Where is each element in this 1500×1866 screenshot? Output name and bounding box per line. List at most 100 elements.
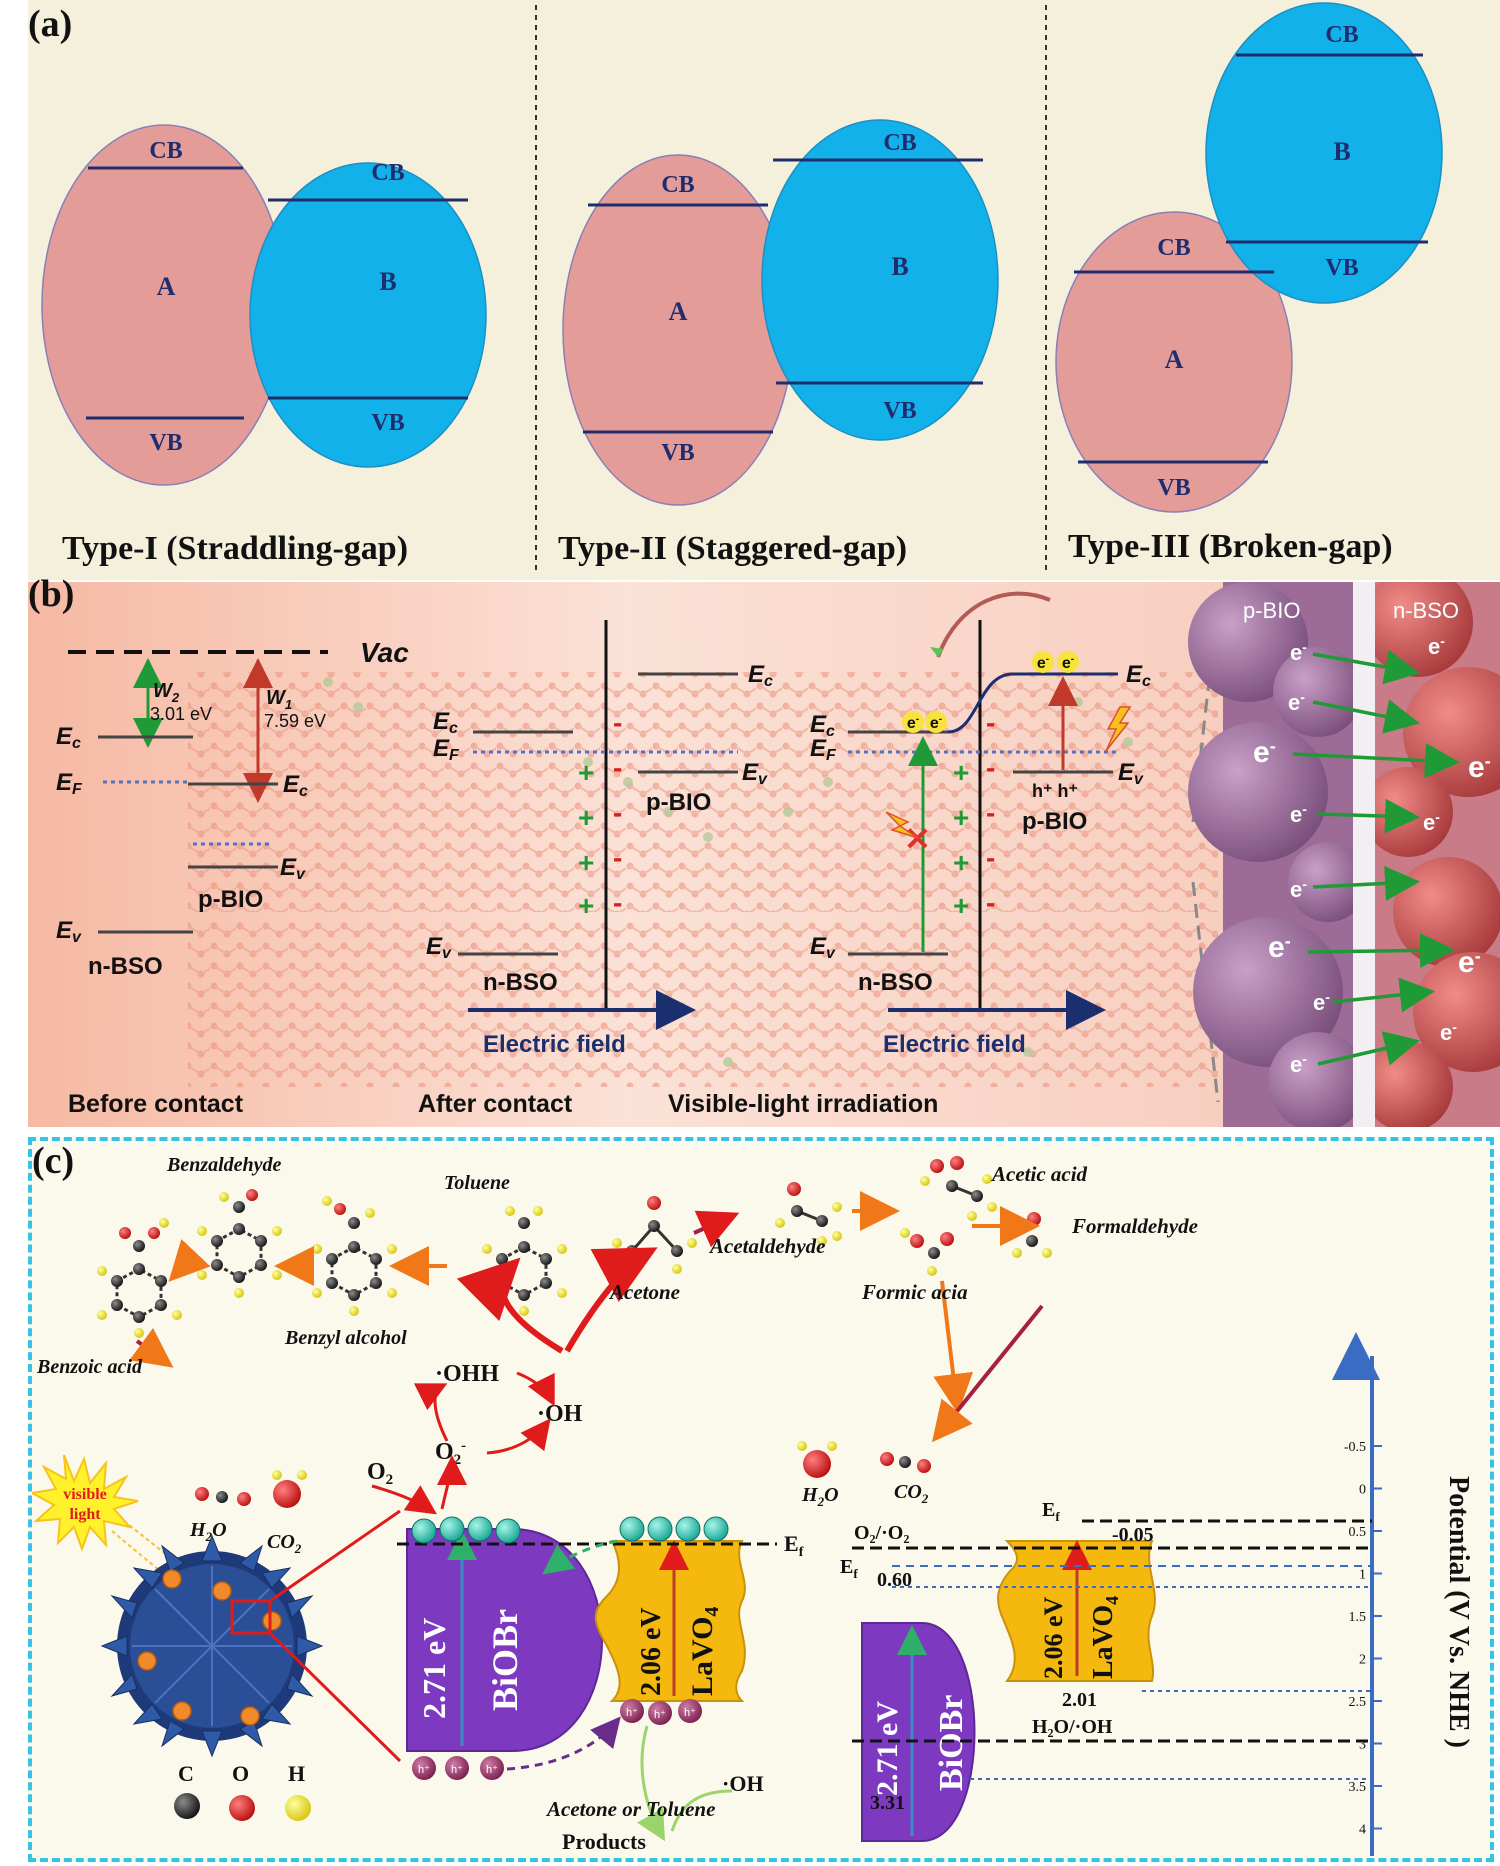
panel-b-svg: Vac W2 3.01 eV W1 7.59 eV Ec EF Ev n-BSO…: [28, 582, 1500, 1127]
after-electric-field-label: Electric field: [483, 1031, 626, 1058]
svg-text:e-: e-: [1253, 736, 1276, 769]
type3-a-cb-text: CB: [1157, 235, 1190, 261]
co2-molecule-1: [272, 1470, 307, 1508]
type1-a-text: A: [157, 272, 176, 301]
type3-semiconductor-a: [1055, 211, 1293, 513]
lavo4-ef-value: -0.05: [1112, 1524, 1154, 1546]
bso-ev-label: Ev: [56, 917, 82, 946]
after-bio-ev-label: Ev: [742, 759, 768, 788]
arrow-electron-to-o2rad: [436, 1455, 467, 1510]
svg-text:+: +: [953, 757, 969, 788]
type1-caption: Type-I (Straddling-gap): [62, 530, 409, 567]
energy-lavo4-gap: 2.06 eV: [1039, 1596, 1068, 1679]
svg-text:+: +: [578, 890, 594, 921]
svg-text:-: -: [986, 842, 995, 873]
formic-acid-molecule: [900, 1228, 954, 1276]
type1-b-text: B: [379, 267, 396, 296]
panel-b-band-alignment: Vac W2 3.01 eV W1 7.59 eV Ec EF Ev n-BSO…: [28, 573, 1500, 1127]
axis-tick-label: 2: [1359, 1653, 1366, 1668]
light-bso-ec-label: Ec: [810, 711, 835, 740]
after-ef-label: EF: [433, 735, 460, 764]
electron-transfer-curve: [936, 591, 1051, 658]
svg-text:e-: e-: [1440, 1019, 1457, 1045]
svg-text:W2: W2: [153, 680, 180, 705]
svg-text:+: +: [953, 802, 969, 833]
type1-b-vb-text: VB: [371, 410, 404, 436]
svg-text:-: -: [986, 752, 995, 783]
label-benzoic-acid: Benzoic acid: [36, 1356, 143, 1378]
light-holes: h⁺ h⁺: [1032, 781, 1078, 801]
zoom-box: [230, 1599, 272, 1635]
electron-transfer-arrow: [542, 1539, 618, 1575]
svg-text:e-: e-: [1290, 801, 1307, 827]
panel-c-mechanism: Toluene Benzaldehyde Benzyl alcohol Benz…: [28, 1137, 1494, 1862]
svg-text:e-: e-: [1268, 931, 1291, 964]
stage-light: Visible-light irradiation: [668, 1090, 938, 1118]
arrow-o2rad-to-ohh: [413, 1383, 449, 1442]
energy-biobr-block: [861, 1622, 976, 1842]
catalyst-sphere: [100, 1534, 324, 1758]
label-benzaldehyde: Benzaldehyde: [166, 1154, 282, 1176]
axis-tick-label: 3: [1359, 1738, 1366, 1753]
arrow-o2-to-electron: [371, 1484, 437, 1515]
arrow-acid-to-products: [129, 1327, 174, 1368]
arrow-formic-to-co2: [933, 1280, 974, 1414]
label-toluene: Toluene: [444, 1172, 510, 1194]
blocked-transfer-cross-icon: ✕: [904, 821, 931, 857]
svg-text:e-: e-: [1458, 946, 1481, 979]
svg-text:-: -: [986, 707, 995, 738]
arrow-holes-to-products: [637, 1725, 665, 1842]
lavo4-name-label: LaVO4: [686, 1607, 723, 1696]
legend-o-label: O: [232, 1761, 249, 1786]
svg-text:h⁺: h⁺: [626, 1707, 638, 1719]
label-formaldehyde: Formaldehyde: [1071, 1214, 1198, 1238]
energy-diagram: -0.500.511.522.533.54 Potential (V Vs. N…: [840, 1332, 1474, 1856]
svg-text:e-: e-: [1313, 989, 1330, 1015]
benzoic-acid-molecule: [97, 1218, 182, 1338]
arrow-o2rad-to-oh: [486, 1418, 551, 1455]
type2-caption: Type-II (Staggered-gap): [558, 530, 908, 567]
arrow-oh-to-acetone: [564, 1247, 658, 1353]
h2o-couple-label: H₂O/·OH: [1032, 1716, 1113, 1738]
arrow-oh-to-toluene: [456, 1257, 564, 1354]
svg-text:h⁺: h⁺: [654, 1709, 666, 1721]
axis-title: Potential (V Vs. NHE ): [1443, 1476, 1474, 1748]
axis-tick-label: 4: [1359, 1823, 1366, 1838]
label-acetic-acid: Acetic acid: [990, 1162, 1088, 1186]
type1-a-vb-text: VB: [149, 430, 182, 456]
label-h2o-1: H2O: [189, 1519, 227, 1544]
type2-b-cb-text: CB: [883, 130, 916, 156]
svg-text:e-: e-: [1288, 689, 1305, 715]
label-co2-1: CO2: [267, 1531, 302, 1556]
visible-light-star-icon: [32, 1454, 139, 1552]
type3-b-cb-text: CB: [1325, 22, 1358, 48]
stage-after: After contact: [418, 1090, 573, 1118]
lavo4-ef-label: Ef: [1042, 1499, 1060, 1524]
light-bso-ev-label: Ev: [810, 933, 836, 962]
axis-tick-label: 1.5: [1349, 1610, 1367, 1625]
after-bso-ec-label: Ec: [433, 708, 458, 737]
type3-b-text: B: [1333, 137, 1350, 166]
type3-semiconductor-b: [1205, 2, 1443, 304]
svg-text:h⁺: h⁺: [451, 1764, 463, 1776]
panel-a-label: (a): [28, 3, 73, 45]
label-formic-acid: Formic acia: [861, 1280, 968, 1304]
label-o2: O2: [367, 1459, 393, 1488]
axis-tick-label: 3.5: [1349, 1780, 1367, 1795]
w1-sub: 1: [285, 697, 292, 712]
axis-tick-label: 0.5: [1349, 1525, 1367, 1540]
lightning-icon-2: [1105, 706, 1132, 752]
light-bso-label: n-BSO: [858, 969, 933, 996]
svg-text:-: -: [613, 842, 622, 873]
label-benzyl-alcohol: Benzyl alcohol: [284, 1327, 407, 1349]
svg-text:h⁺: h⁺: [486, 1764, 498, 1776]
label-ohh: ·OHH: [435, 1361, 499, 1387]
after-bio-ec-label: Ec: [748, 661, 773, 690]
svg-text:h⁺: h⁺: [418, 1764, 430, 1776]
type2-b-vb-text: VB: [883, 398, 916, 424]
fermi-level-label: Ef: [784, 1531, 804, 1560]
after-bio-label: p-BIO: [646, 789, 711, 816]
legend-h-label: H: [288, 1761, 305, 1786]
light-ef-label: EF: [810, 735, 837, 764]
light-electric-field-label: Electric field: [883, 1031, 1026, 1058]
